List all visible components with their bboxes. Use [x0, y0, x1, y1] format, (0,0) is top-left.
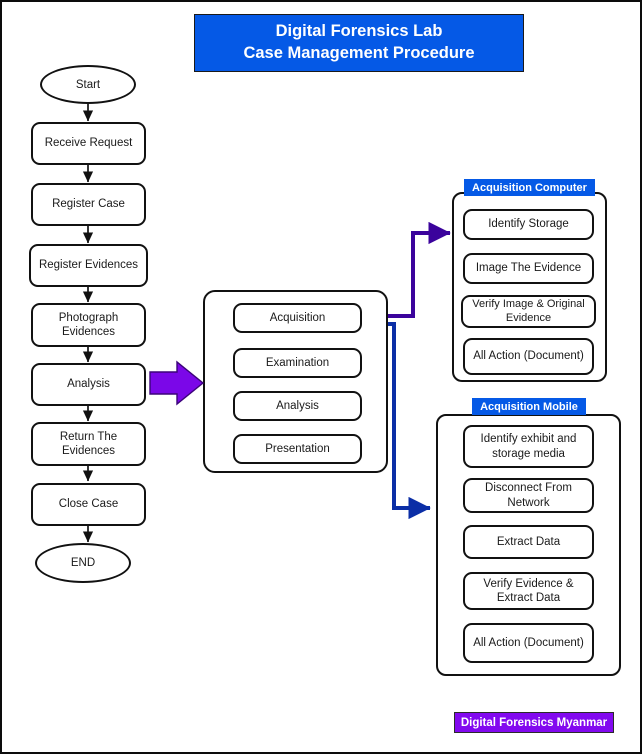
acquisition-computer-badge-label: Acquisition Computer — [472, 181, 587, 194]
node-end[interactable]: END — [35, 543, 131, 583]
node-verify-evidence-extract-data-label: Verify Evidence & Extract Data — [483, 577, 574, 604]
node-sub-analysis-label: Analysis — [276, 399, 319, 412]
title-banner: Digital Forensics Lab Case Management Pr… — [194, 14, 524, 72]
node-receive-request-label: Receive Request — [44, 137, 133, 150]
node-start-label: Start — [75, 78, 101, 91]
node-identify-exhibit-storage-media[interactable]: Identify exhibit and storage media — [463, 425, 594, 468]
node-image-the-evidence-label: Image The Evidence — [475, 262, 582, 275]
node-register-case[interactable]: Register Case — [31, 183, 146, 226]
node-extract-data[interactable]: Extract Data — [463, 525, 594, 559]
node-computer-all-action-label: All Action (Document) — [473, 350, 584, 363]
node-mobile-all-action[interactable]: All Action (Document) — [463, 623, 594, 663]
node-verify-image-original-evidence[interactable]: Verify Image & Original Evidence — [461, 295, 596, 328]
node-acquisition[interactable]: Acquisition — [233, 303, 362, 333]
title-line-1: Digital Forensics Lab — [275, 22, 443, 41]
acquisition-computer-badge: Acquisition Computer — [464, 179, 595, 196]
footer-badge-label: Digital Forensics Myanmar — [460, 716, 608, 729]
node-register-case-label: Register Case — [52, 198, 125, 211]
node-image-the-evidence[interactable]: Image The Evidence — [463, 253, 594, 284]
node-verify-evidence-extract-data[interactable]: Verify Evidence & Extract Data — [463, 572, 594, 610]
acquisition-mobile-badge: Acquisition Mobile — [472, 398, 586, 415]
node-identify-storage-label: Identify Storage — [488, 218, 569, 231]
node-presentation-label: Presentation — [265, 442, 330, 455]
acquisition-mobile-badge-label: Acquisition Mobile — [480, 400, 578, 413]
node-register-evidences[interactable]: Register Evidences — [29, 244, 148, 287]
node-receive-request[interactable]: Receive Request — [31, 122, 146, 165]
node-return-the-evidences[interactable]: Return The Evidences — [31, 422, 146, 466]
node-photograph-evidences-label: Photograph Evidences — [58, 311, 119, 338]
node-identify-storage[interactable]: Identify Storage — [463, 209, 594, 240]
node-identify-exhibit-storage-media-label: Identify exhibit and storage media — [480, 433, 577, 460]
node-end-label: END — [70, 557, 96, 569]
node-examination-label: Examination — [265, 356, 330, 369]
node-analysis[interactable]: Analysis — [31, 363, 146, 406]
title-line-2: Case Management Procedure — [243, 44, 475, 62]
node-sub-analysis[interactable]: Analysis — [233, 391, 362, 421]
node-start[interactable]: Start — [40, 65, 136, 104]
node-presentation[interactable]: Presentation — [233, 434, 362, 464]
node-extract-data-label: Extract Data — [496, 535, 561, 548]
node-disconnect-from-network[interactable]: Disconnect From Network — [463, 478, 594, 513]
node-register-evidences-label: Register Evidences — [38, 259, 139, 272]
node-close-case[interactable]: Close Case — [31, 483, 146, 526]
node-verify-image-original-evidence-label: Verify Image & Original Evidence — [472, 298, 585, 324]
node-examination[interactable]: Examination — [233, 348, 362, 378]
node-analysis-label: Analysis — [67, 378, 110, 391]
footer-badge: Digital Forensics Myanmar — [454, 712, 614, 733]
node-photograph-evidences[interactable]: Photograph Evidences — [31, 303, 146, 347]
node-acquisition-label: Acquisition — [269, 311, 326, 324]
node-close-case-label: Close Case — [58, 498, 119, 511]
node-mobile-all-action-label: All Action (Document) — [473, 636, 584, 649]
node-disconnect-from-network-label: Disconnect From Network — [485, 482, 572, 509]
node-return-the-evidences-label: Return The Evidences — [59, 430, 118, 457]
node-computer-all-action[interactable]: All Action (Document) — [463, 338, 594, 375]
